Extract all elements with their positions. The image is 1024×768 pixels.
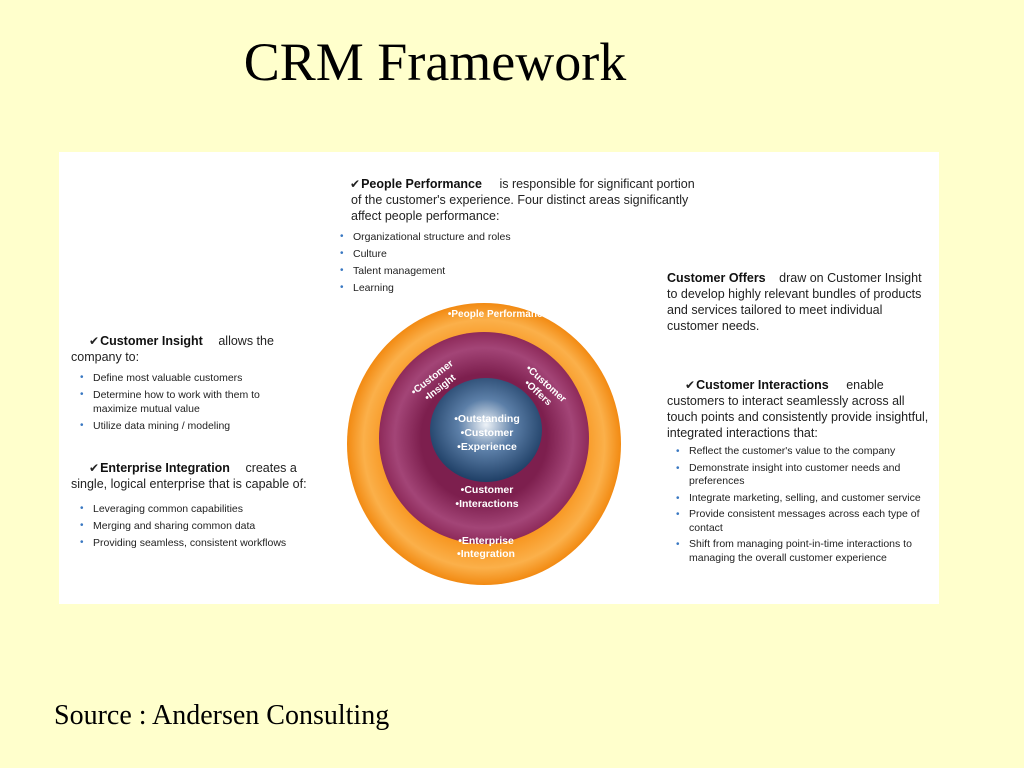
core-label-2: •Customer (461, 427, 514, 439)
customer-interactions-list: Reflect the customer's value to the comp… (667, 445, 929, 565)
crm-ring-diagram: •People Performance •Enterprise •Integra… (347, 303, 621, 585)
list-item: Leveraging common capabilities (71, 502, 333, 516)
list-item: Reflect the customer's value to the comp… (667, 445, 929, 459)
list-item: Culture (331, 247, 701, 261)
customer-offers-block: Customer Offers draw on Customer Insight… (667, 270, 929, 334)
list-item: Integrate marketing, selling, and custom… (667, 492, 929, 506)
people-performance-text: is responsible for significant portion o… (351, 177, 695, 223)
list-item: Utilize data mining / modeling (71, 419, 291, 433)
enterprise-integration-heading: Enterprise Integration (100, 461, 230, 475)
list-item: Providing seamless, consistent workflows (71, 536, 333, 550)
enterprise-integration-list: Leveraging common capabilities Merging a… (71, 502, 333, 550)
people-performance-heading: People Performance (361, 177, 482, 191)
customer-insight-heading: Customer Insight (100, 334, 203, 348)
inner-core (430, 378, 542, 482)
checkmark-icon: ✔ (685, 378, 696, 392)
customer-offers-text: draw on Customer Insight to develop high… (667, 271, 922, 333)
checkmark-icon: ✔ (89, 461, 100, 475)
list-item: Shift from managing point-in-time intera… (667, 538, 929, 565)
enterprise-integration-text: creates a single, logical enterprise tha… (71, 461, 307, 491)
enterprise-integration-block: ✔Enterprise Integration creates a single… (71, 460, 333, 553)
customer-insight-list: Define most valuable customers Determine… (71, 371, 291, 433)
people-performance-block: ✔People Performance is responsible for s… (331, 176, 701, 298)
list-item: Talent management (331, 264, 701, 278)
customer-insight-text: allows the company to: (71, 334, 274, 364)
list-item: Demonstrate insight into customer needs … (667, 462, 929, 489)
list-item: Define most valuable customers (71, 371, 291, 385)
customer-interactions-block: ✔Customer Interactions enable customers … (667, 377, 929, 568)
core-label-3: •Experience (457, 441, 517, 453)
list-item: Merging and sharing common data (71, 519, 333, 533)
people-performance-list: Organizational structure and roles Cultu… (331, 230, 701, 295)
middle-bottom-label-2: •Interactions (455, 498, 518, 510)
customer-offers-heading: Customer Offers (667, 271, 766, 285)
customer-interactions-text: enable customers to interact seamlessly … (667, 378, 929, 440)
source-caption: Source : Andersen Consulting (54, 700, 390, 731)
customer-insight-block: ✔Customer Insight allows the company to:… (71, 333, 319, 436)
slide-title: CRM Framework (243, 32, 627, 92)
checkmark-icon: ✔ (89, 334, 100, 348)
middle-bottom-label-1: •Customer (461, 484, 514, 496)
list-item: Organizational structure and roles (331, 230, 701, 244)
list-item: Provide consistent messages across each … (667, 508, 929, 535)
core-label-1: •Outstanding (454, 413, 520, 425)
outer-top-label: •People Performance (448, 309, 549, 320)
customer-interactions-heading: Customer Interactions (696, 378, 829, 392)
list-item: Learning (331, 281, 701, 295)
outer-bottom-label-1: •Enterprise (458, 535, 514, 547)
checkmark-icon: ✔ (350, 177, 361, 191)
outer-bottom-label-2: •Integration (457, 548, 515, 560)
framework-panel: ✔People Performance is responsible for s… (59, 152, 939, 604)
list-item: Determine how to work with them to maxim… (71, 388, 291, 416)
